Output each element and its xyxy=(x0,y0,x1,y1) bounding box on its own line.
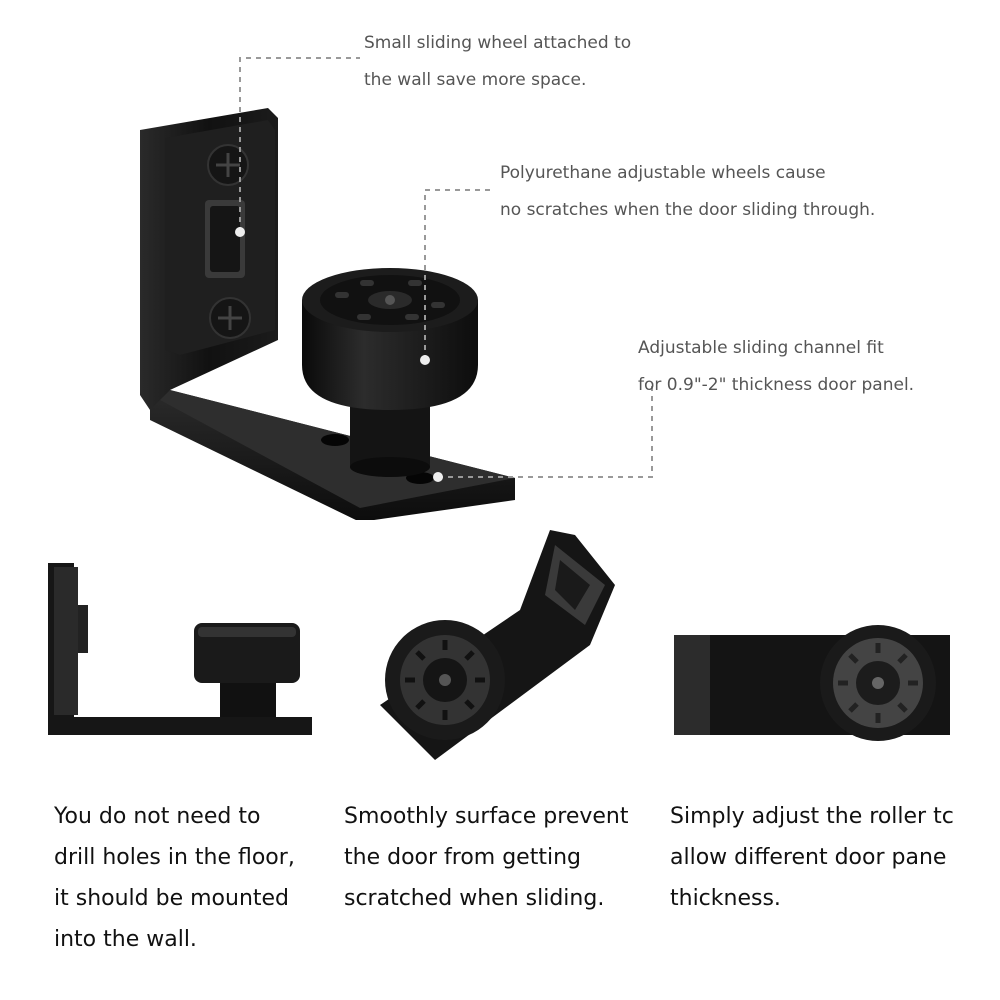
callout-small-wheel: Small sliding wheel attached to the wall… xyxy=(364,25,631,99)
main-product-illustration xyxy=(140,57,653,520)
callout-line: the wall save more space. xyxy=(364,70,587,90)
caption-line: Simply adjust the roller tc xyxy=(670,804,954,829)
callout-line: no scratches when the door sliding throu… xyxy=(500,200,876,220)
base-plate xyxy=(150,390,515,520)
screw-bottom-icon xyxy=(209,297,251,339)
caption-line: drill holes in the floor, xyxy=(54,845,295,870)
caption-line: it should be mounted xyxy=(54,886,290,911)
main-roller-wheel xyxy=(302,268,478,410)
callout-line: Polyurethane adjustable wheels cause xyxy=(500,163,826,183)
caption-line: into the wall. xyxy=(54,927,197,952)
caption-line: thickness. xyxy=(670,886,781,911)
side-view-illustration xyxy=(48,563,312,735)
callout-polyurethane-wheels: Polyurethane adjustable wheels cause no … xyxy=(500,155,875,229)
caption-mount-wall: You do not need to drill holes in the fl… xyxy=(54,796,295,960)
leader-line-1 xyxy=(235,57,360,237)
caption-line: Smoothly surface prevent xyxy=(344,804,629,829)
callout-adjustable-channel: Adjustable sliding channel fit for 0.9"-… xyxy=(638,330,914,404)
caption-line: the door from getting xyxy=(344,845,581,870)
caption-adjust-roller: Simply adjust the roller tc allow differ… xyxy=(670,796,960,919)
callout-line: for 0.9"-2" thickness door panel. xyxy=(638,375,915,395)
leader-line-3 xyxy=(433,385,653,482)
top-view-illustration xyxy=(674,625,950,741)
caption-line: You do not need to xyxy=(54,804,261,829)
caption-smooth-surface: Smoothly surface prevent the door from g… xyxy=(344,796,629,919)
vertical-bracket xyxy=(140,108,278,410)
angle-view-illustration xyxy=(380,530,615,760)
screw-top-icon xyxy=(207,144,249,186)
caption-line: scratched when sliding. xyxy=(344,886,605,911)
caption-line: allow different door pane xyxy=(670,845,947,870)
callout-line: Adjustable sliding channel fit xyxy=(638,338,884,358)
callout-line: Small sliding wheel attached to xyxy=(364,33,632,53)
leader-line-2 xyxy=(420,189,495,365)
